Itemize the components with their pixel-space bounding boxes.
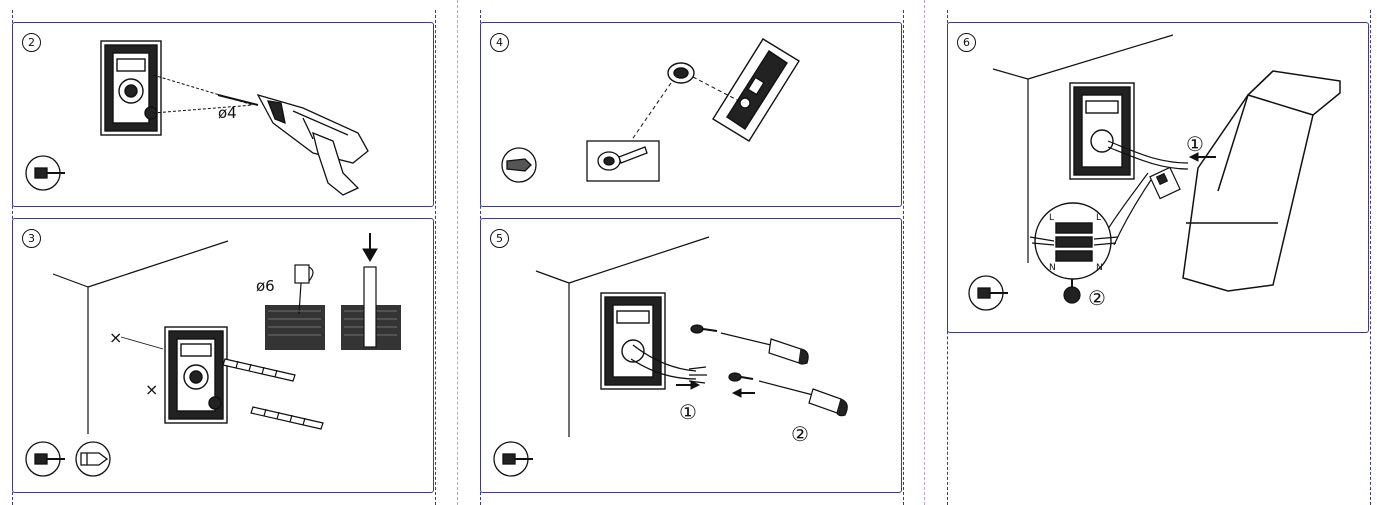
terminal-l-right: L <box>1096 213 1101 223</box>
drill-diameter-label: ø4 <box>218 104 237 122</box>
pencil-icon <box>75 441 111 477</box>
wall-plug-bottom <box>250 406 324 430</box>
terminal-block <box>1149 166 1181 200</box>
column-divider-left <box>457 0 458 505</box>
wall-bracket <box>1069 82 1135 180</box>
wall-bracket <box>600 292 666 390</box>
wall-plug-top <box>222 358 296 382</box>
drill-icon <box>217 93 369 196</box>
wall-corner <box>52 240 229 434</box>
screwdriver-icon <box>25 155 65 191</box>
connector-detail-circle <box>1034 202 1112 280</box>
screwdriver-small-icon <box>1063 279 1081 304</box>
wall-material-left <box>265 305 325 350</box>
step-2-panel: 2 ø4 <box>12 22 434 207</box>
plug-diameter-label: ø6 <box>256 277 275 295</box>
wall-corner <box>992 34 1174 263</box>
step-6-illustration: ① L L N N ② <box>968 34 1341 311</box>
sequence-1-label: ① <box>679 400 697 424</box>
screwdriver-icon <box>25 441 65 477</box>
screwdriver-1 <box>720 332 809 365</box>
arrow-left-icon <box>1188 152 1216 162</box>
mark-x-top: × <box>109 328 122 347</box>
terminal-l-left: L <box>1049 213 1054 223</box>
grommet <box>667 62 695 84</box>
column-divider-right <box>924 0 925 505</box>
arrow-left-icon <box>731 388 755 398</box>
screw-2 <box>728 372 754 382</box>
step-number: 2 <box>22 33 41 52</box>
step-3-panel: 3 × × <box>12 218 434 493</box>
arrow-right-icon <box>676 380 701 390</box>
drill-bit-icon <box>294 264 314 315</box>
step-4-panel: 4 <box>480 22 902 207</box>
step-2-illustration: ø4 <box>25 40 369 196</box>
step-number: 3 <box>22 229 41 248</box>
terminal-n-right: N <box>1096 263 1103 273</box>
wall-corner <box>535 236 710 437</box>
step-number: 5 <box>490 229 509 248</box>
step-number: 6 <box>957 33 976 52</box>
screwdriver-icon <box>493 441 533 477</box>
step-5-illustration: ① ② <box>493 236 848 477</box>
plug-inserted <box>363 266 377 348</box>
mark-x-bottom: × <box>145 380 158 399</box>
wall-light-fixture <box>1182 70 1341 292</box>
step-number: 4 <box>490 33 509 52</box>
wire-strands <box>1029 236 1119 246</box>
detail-inset <box>586 140 660 182</box>
screwdriver-icon <box>968 275 1008 311</box>
wall-bracket <box>164 326 228 424</box>
terminal-n-left: N <box>1049 263 1056 273</box>
down-arrow-icon <box>362 233 378 262</box>
wall-bracket <box>100 40 162 136</box>
sequence-2-label: ② <box>1088 286 1106 310</box>
sequence-2-label: ② <box>791 422 809 446</box>
step-4-illustration <box>501 38 800 183</box>
sequence-1-label: ① <box>1186 132 1204 156</box>
screw-1 <box>690 324 718 334</box>
step-3-illustration: × × ø6 <box>25 233 401 477</box>
step-5-panel: 5 <box>480 218 902 493</box>
screwdriver-2 <box>758 380 848 417</box>
step-6-panel: 6 <box>947 22 1369 333</box>
tool-icon <box>501 147 537 183</box>
wiring <box>1107 140 1189 246</box>
light-fixture-bracket <box>712 38 800 142</box>
